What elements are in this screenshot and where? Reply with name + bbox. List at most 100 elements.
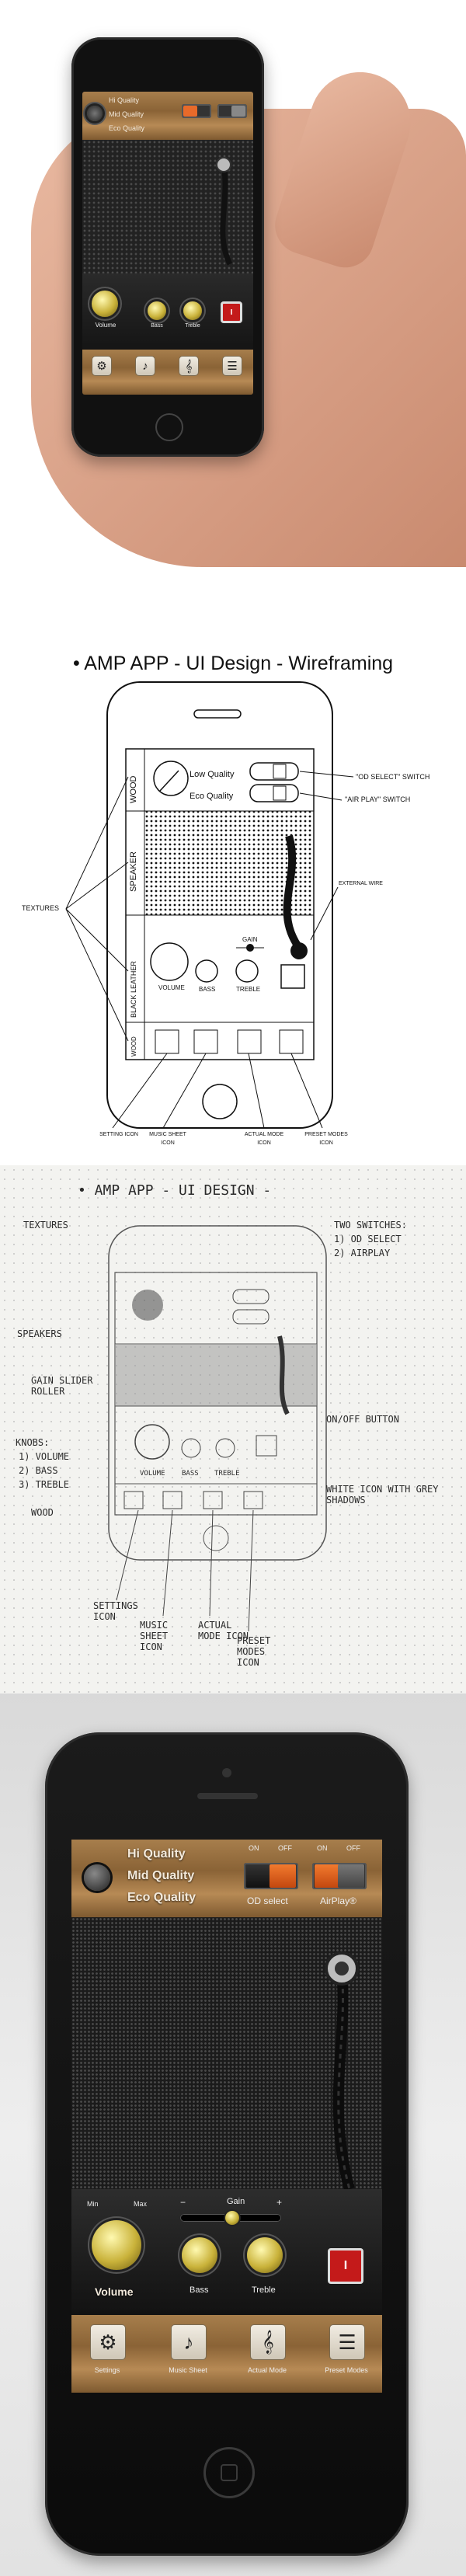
render-screen: Hi Quality Mid Quality Eco Quality ON OF… [71,1840,382,2393]
wireframe-section: • AMP APP - UI Design - Wireframing [0,567,466,1165]
quality-knob[interactable] [87,106,103,121]
airplay-on-label: ON [317,1844,328,1852]
wood-panel-top: Hi Quality Mid Quality Eco Quality [82,92,253,140]
wf-bass-label: BASS [199,986,216,993]
bass-knob[interactable] [148,301,166,320]
od-select-switch[interactable] [244,1863,298,1889]
airplay-switch[interactable] [217,104,247,118]
sketch-music: MUSIC SHEET ICON [140,1620,169,1652]
quality-eco[interactable]: Eco Quality [109,124,145,132]
wf-section-wood-top: WOOD [129,775,138,803]
bass-label: Bass [151,323,163,329]
photo-section: Hi Quality Mid Quality Eco Quality I Vol… [0,0,466,567]
gain-min: − [180,2197,186,2208]
volume-knob[interactable] [92,2220,141,2270]
sketch-gain: GAIN SLIDER ROLLER [31,1375,93,1397]
bass-label: Bass [190,2285,209,2295]
phone-device: Hi Quality Mid Quality Eco Quality I Vol… [71,37,264,457]
wireframe-drawing [65,681,354,1129]
wf-volume-label: VOLUME [158,984,185,991]
treble-label: Treble [252,2285,276,2295]
settings-label: Settings [94,2366,120,2374]
bass-knob[interactable] [182,2237,217,2273]
quality-knob[interactable] [84,1864,110,1891]
quality-hi[interactable]: Hi Quality [109,96,140,104]
sketch-white-icon: WHITE ICON WITH GREY SHADOWS [326,1484,439,1506]
od-off-label: OFF [278,1844,292,1852]
actual-mode-icon[interactable]: 𝄞 [250,2324,286,2360]
gain-label: Gain [227,2197,245,2206]
settings-icon[interactable]: ⚙ [92,356,112,376]
sketch-wood: WOOD [31,1507,54,1518]
wf-music-note: MUSIC SHEET ICON [149,1132,186,1146]
volume-max-label: Max [134,2200,148,2208]
actual-mode-label: Actual Mode [247,2366,287,2374]
od-on-label: ON [249,1844,259,1852]
wf-section-leather: BLACK LEATHER [130,961,137,1018]
wf-section-wood-bottom: WOOD [130,1036,137,1057]
volume-label: Volume [95,322,116,329]
wf-external-wire-note: EXTERNAL WIRE [339,881,383,886]
preset-modes-icon[interactable]: ☰ [222,356,242,376]
control-panel: I Volume Bass Treble [82,273,253,350]
sketch-knob-3: 3) TREBLE [19,1479,70,1490]
wf-od-select-note: "OD SELECT" SWITCH [356,773,430,781]
external-wire [216,157,233,266]
sketch-switch-2: 2) AIRPLAY [334,1248,391,1258]
gain-slider-thumb[interactable] [225,2211,239,2225]
sketch-knobs: KNOBS: [16,1437,50,1448]
sketch-knob-1: 1) VOLUME [19,1451,70,1462]
volume-knob[interactable] [92,291,118,317]
treble-knob[interactable] [183,301,202,320]
music-sheet-label: Music Sheet [169,2366,207,2374]
treble-label: Treble [185,323,200,329]
od-select-label: OD select [247,1895,288,1906]
sketch-section: • AMP APP - UI DESIGN - TEXTURES SPEAKER… [0,1165,466,1694]
power-button[interactable]: I [328,2248,363,2284]
airplay-switch[interactable] [312,1863,367,1889]
sketch-two-switches: TWO SWITCHES: [334,1220,407,1231]
external-wire [325,1951,359,2191]
preset-modes-label: Preset Modes [325,2366,368,2374]
od-select-switch[interactable] [182,104,211,118]
airplay-label: AirPlay® [320,1895,356,1906]
wf-gain-label: GAIN [242,936,258,943]
preset-modes-icon[interactable]: ☰ [329,2324,365,2360]
volume-min-label: Min [87,2200,99,2208]
wf-treble-label: TREBLE [236,986,261,993]
sketch-textures: TEXTURES [23,1220,68,1231]
power-button[interactable]: I [221,301,242,323]
gain-max: + [276,2197,283,2208]
quality-mid[interactable]: Mid Quality [109,110,144,118]
wf-preset-note: PRESET MODES ICON [304,1132,348,1146]
airplay-off-label: OFF [346,1844,360,1852]
sketch-settings: SETTINGS ICON [93,1600,138,1622]
sketch-preset: PRESET MODES ICON [237,1635,271,1668]
sketch-knob-2: 2) BASS [19,1465,58,1476]
sketch-knob-row-3: TREBLE [214,1470,240,1478]
settings-icon[interactable]: ⚙ [90,2324,126,2360]
wireframe-title: • AMP APP - UI Design - Wireframing [72,653,394,674]
quality-hi[interactable]: Hi Quality [127,1847,186,1861]
actual-mode-icon[interactable]: 𝄞 [179,356,199,376]
treble-knob[interactable] [247,2237,283,2273]
quality-mid[interactable]: Mid Quality [127,1869,195,1882]
final-render-section: Hi Quality Mid Quality Eco Quality ON OF… [0,1694,466,2576]
quality-eco[interactable]: Eco Quality [127,1891,196,1904]
home-square-icon [221,2464,238,2481]
sketch-actual: ACTUAL MODE ICON [198,1620,249,1641]
wf-airplay-note: "AIR PLAY" SWITCH [345,795,411,803]
music-sheet-icon[interactable]: ♪ [171,2324,207,2360]
wf-low-quality: Low Quality [190,770,235,779]
phone-screen: Hi Quality Mid Quality Eco Quality I Vol… [82,92,253,395]
music-sheet-icon[interactable]: ♪ [135,356,155,376]
wood-panel-bottom: ⚙ ♪ 𝄞 ☰ [82,350,253,395]
home-button[interactable] [155,413,183,441]
sketch-speakers: SPEAKERS [17,1328,62,1339]
speaker-slot [197,1793,258,1799]
wf-textures-note: TEXTURES [22,904,60,912]
home-button[interactable] [203,2447,255,2498]
sketch-on-off: ON/OFF BUTTON [326,1414,399,1425]
wood-panel-bottom: ⚙ Settings ♪ Music Sheet 𝄞 Actual Mode ☰… [71,2315,382,2393]
sketch-drawing [108,1225,327,1632]
